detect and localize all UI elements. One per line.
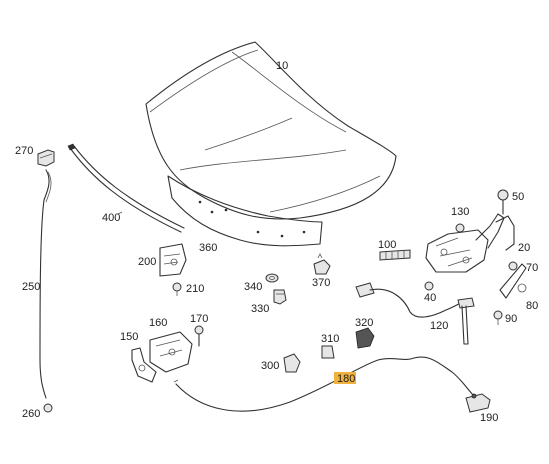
clip-part-300[interactable]	[283, 353, 301, 373]
handle-part-190[interactable]	[465, 393, 491, 413]
buffer-part-330[interactable]	[273, 289, 287, 305]
callout-170: 170	[190, 313, 208, 325]
callout-270: 270	[15, 145, 33, 157]
callout-100: 100	[378, 239, 396, 251]
callout-210: 210	[186, 283, 204, 295]
callout-260: 260	[22, 408, 40, 420]
screw-part-210[interactable]	[172, 282, 182, 296]
callout-320: 320	[355, 317, 373, 329]
callout-150: 150	[120, 331, 138, 343]
callout-50: 50	[512, 191, 524, 203]
callout-310: 310	[321, 333, 339, 345]
screw-part-90[interactable]	[493, 310, 503, 325]
seal-strip-part-400[interactable]	[67, 143, 185, 233]
grommet-part-40[interactable]	[424, 281, 434, 291]
callout-10: 10	[276, 60, 288, 72]
bracket-part-200[interactable]	[159, 243, 187, 277]
bolt-part-50[interactable]	[497, 189, 509, 215]
bracket-part-270[interactable]	[37, 149, 55, 167]
callout-360: 360	[199, 242, 217, 254]
release-cable-part-180[interactable]	[173, 356, 475, 412]
callout-70: 70	[526, 262, 538, 274]
release-lever-part-150[interactable]	[131, 347, 157, 383]
holder-part-320[interactable]	[355, 327, 375, 349]
callout-400: 400	[102, 212, 120, 224]
callout-180: 180	[337, 373, 355, 385]
callout-250: 250	[22, 281, 40, 293]
callout-370: 370	[312, 277, 330, 289]
callout-300: 300	[261, 360, 279, 372]
callout-130: 130	[451, 206, 469, 218]
release-cable-part-250[interactable]	[39, 169, 52, 399]
clip-part-370[interactable]	[313, 253, 331, 275]
grommet-part-340[interactable]	[265, 273, 279, 283]
hood-part-10[interactable]	[145, 41, 397, 220]
callout-190: 190	[480, 412, 498, 424]
spring-part-70[interactable]	[508, 261, 518, 271]
clip-part-310[interactable]	[321, 345, 335, 359]
clip-part-260[interactable]	[43, 403, 53, 413]
damper-part-100[interactable]	[379, 249, 411, 261]
hood-lock-part-130[interactable]	[425, 213, 505, 273]
callout-340: 340	[244, 281, 262, 293]
lever-housing-part-160[interactable]	[149, 331, 193, 373]
highlight-box-180	[334, 372, 356, 384]
bolt-part-170[interactable]	[194, 325, 204, 347]
callout-160: 160	[149, 317, 167, 329]
callout-120: 120	[430, 320, 448, 332]
switch-cable-part-120[interactable]	[355, 282, 475, 345]
callout-330: 330	[251, 303, 269, 315]
callout-20: 20	[518, 242, 530, 254]
insulation-mat-part-360[interactable]	[167, 175, 323, 247]
callout-200: 200	[138, 256, 156, 268]
safety-catch-part-80[interactable]	[499, 263, 527, 299]
callout-90: 90	[505, 313, 517, 325]
callout-80: 80	[526, 300, 538, 312]
callout-40: 40	[424, 292, 436, 304]
catch-hook-part-20[interactable]	[495, 215, 515, 251]
